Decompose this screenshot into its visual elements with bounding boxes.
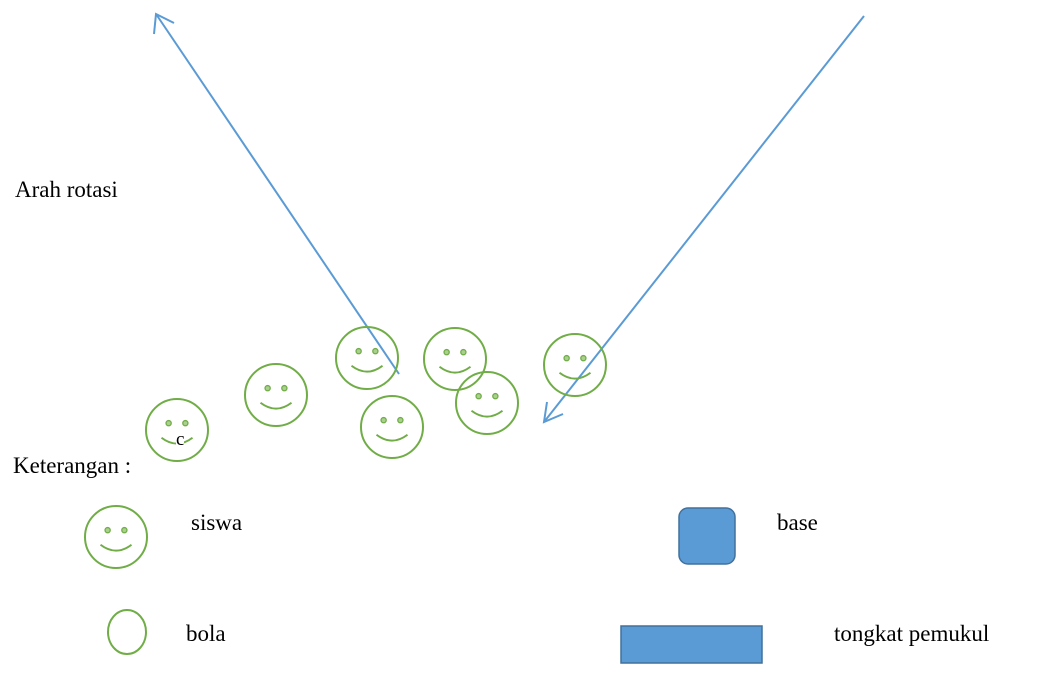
- students-group: [145, 326, 607, 462]
- rotation-arrow-right: [542, 15, 865, 424]
- student-face: [335, 326, 399, 390]
- legend-label-siswa: siswa: [191, 510, 243, 535]
- rounded-square-icon: [678, 507, 736, 565]
- legend-label-tongkat: tongkat pemukul: [834, 621, 990, 646]
- legend-label-bola: bola: [186, 621, 226, 646]
- student-face: [244, 363, 308, 427]
- small-mark-label: c: [176, 426, 185, 454]
- student-face: [360, 395, 424, 459]
- student-face: [423, 327, 487, 391]
- student-face: [84, 505, 148, 569]
- student-face: [455, 371, 519, 435]
- student-face: [543, 333, 607, 397]
- smiley-face-icon: [84, 505, 148, 569]
- rotation-arrow-left: [153, 12, 400, 375]
- legend-label-base: base: [777, 510, 818, 535]
- rectangle-icon: [620, 625, 763, 664]
- circle-icon: [107, 609, 147, 655]
- legend-title: Keterangan :: [13, 453, 132, 478]
- rotation-direction-label: Arah rotasi: [15, 177, 118, 202]
